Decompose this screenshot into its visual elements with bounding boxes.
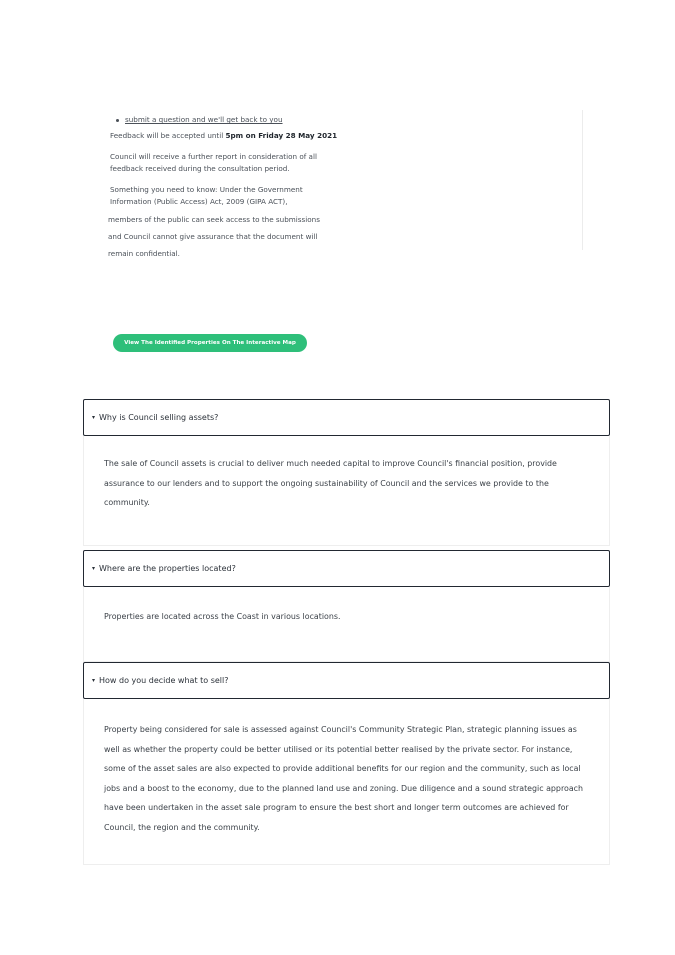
caret-down-icon: ▾ [92, 414, 96, 421]
faq-question: How do you decide what to sell? [99, 676, 229, 685]
faq-answer-panel: Property being considered for sale is as… [83, 699, 610, 865]
gipa-notice-text: Something you need to know: Under the Go… [110, 185, 303, 206]
faq-question-button[interactable]: ▾ Where are the properties located? [83, 550, 610, 587]
faq-answer: The sale of Council assets is crucial to… [104, 459, 557, 507]
feedback-deadline: 5pm on Friday 28 May 2021 [225, 131, 338, 140]
faq-item-properties-location: ▾ Where are the properties located? Prop… [83, 550, 610, 662]
feedback-prefix: Feedback will be accepted until [110, 131, 226, 140]
council-report-text: Council will receive a further report in… [110, 152, 317, 173]
faq-question: Where are the properties located? [99, 564, 236, 573]
list-item: submit a question and we'll get back to … [116, 114, 340, 126]
caret-down-icon: ▾ [92, 677, 96, 684]
faq-answer: Properties are located across the Coast … [104, 612, 341, 621]
consultation-info: submit a question and we'll get back to … [108, 114, 340, 271]
view-interactive-map-button[interactable]: View The Identified Properties On The In… [113, 334, 307, 352]
bullet-icon [116, 118, 119, 122]
column-divider [582, 110, 583, 250]
feedback-deadline-text: Feedback will be accepted until 5pm on F… [110, 130, 340, 142]
faq-item-selling-assets: ▾ Why is Council selling assets? The sal… [83, 399, 610, 546]
faq-question-button[interactable]: ▾ How do you decide what to sell? [83, 662, 610, 699]
faq-answer-panel: The sale of Council assets is crucial to… [83, 436, 610, 546]
faq-answer-panel: Properties are located across the Coast … [83, 587, 610, 662]
faq-item-decide-sell: ▾ How do you decide what to sell? Proper… [83, 662, 610, 865]
submit-question-link[interactable]: submit a question and we'll get back to … [125, 115, 283, 124]
faq-question: Why is Council selling assets? [99, 413, 219, 422]
faq-question-button[interactable]: ▾ Why is Council selling assets? [83, 399, 610, 436]
caret-down-icon: ▾ [92, 565, 96, 572]
public-access-text: members of the public can seek access to… [108, 215, 320, 258]
faq-answer: Property being considered for sale is as… [104, 725, 584, 832]
